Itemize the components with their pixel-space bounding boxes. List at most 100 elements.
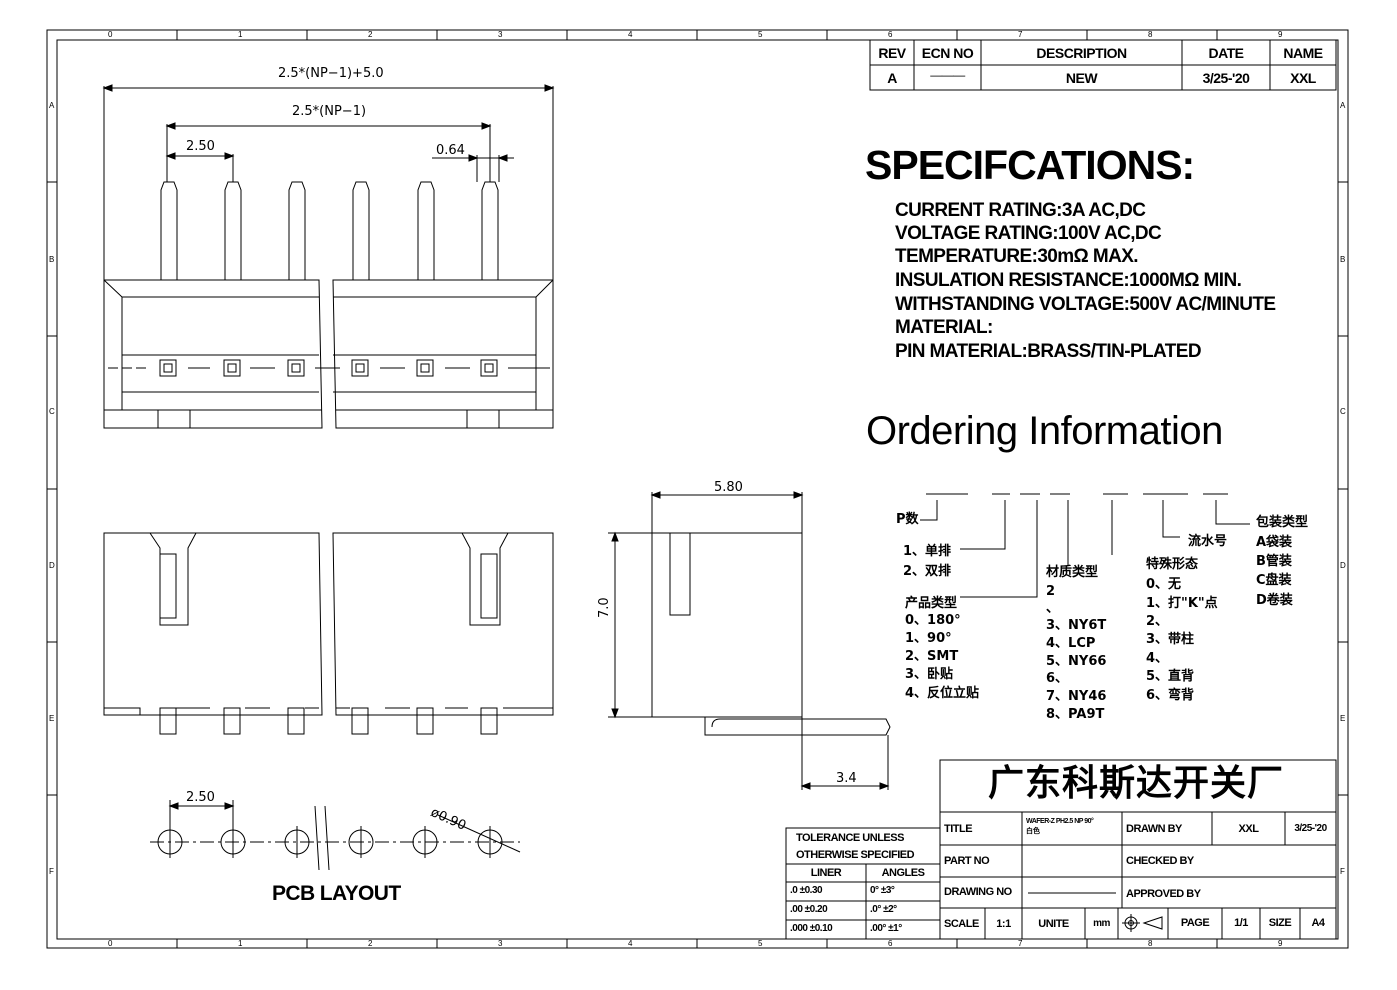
grid-row-f: F bbox=[49, 867, 54, 876]
tolerance-liner-value: .0 ±0.30 bbox=[790, 885, 823, 896]
grid-row-c-right: C bbox=[1340, 407, 1346, 416]
grid-col-9: 9 bbox=[1278, 30, 1283, 39]
approved-by-label: APPROVED BY bbox=[1126, 888, 1201, 900]
spec-line: TEMPERATURE:30mΩ MAX. bbox=[895, 246, 1139, 267]
grid-row-d: D bbox=[49, 561, 55, 570]
drawn-by-value: XXL bbox=[1238, 823, 1259, 835]
ecn-header: ECN NO bbox=[921, 45, 974, 61]
date-header: DATE bbox=[1208, 45, 1244, 61]
description-value: NEW bbox=[1065, 70, 1098, 86]
serial-number-label: 流水号 bbox=[1188, 534, 1228, 549]
tolerance-angle-value: 0° ±3° bbox=[870, 885, 895, 896]
special-option: 2、 bbox=[1146, 614, 1169, 629]
spec-line: VOLTAGE RATING:100V AC,DC bbox=[895, 223, 1162, 244]
grid-col-1: 1 bbox=[238, 30, 243, 39]
grid-col-5-bottom: 5 bbox=[758, 939, 763, 948]
specifications-title: SPECIFCATIONS: bbox=[865, 142, 1195, 188]
special-form-title: 特殊形态 bbox=[1146, 557, 1199, 572]
material-option: 、 bbox=[1046, 601, 1060, 616]
spec-line: INSULATION RESISTANCE:1000MΩ MIN. bbox=[895, 270, 1242, 291]
size-label: SIZE bbox=[1268, 917, 1292, 929]
product-option: 0、180° bbox=[905, 613, 961, 628]
title-block-lines bbox=[939, 759, 1337, 940]
grid-col-1-bottom: 1 bbox=[238, 939, 243, 948]
package-option: A袋装 bbox=[1256, 535, 1293, 550]
grid-row-e: E bbox=[49, 714, 55, 723]
drawn-by-label: DRAWN BY bbox=[1126, 823, 1182, 835]
grid-col-2: 2 bbox=[368, 30, 373, 39]
grid-col-8: 8 bbox=[1148, 30, 1153, 39]
package-type-title: 包装类型 bbox=[1256, 515, 1309, 530]
product-option: 1、90° bbox=[905, 631, 952, 646]
revision-table-lines bbox=[869, 39, 1337, 91]
grid-col-8-bottom: 8 bbox=[1148, 939, 1153, 948]
grid-col-2-bottom: 2 bbox=[368, 939, 373, 948]
ecn-value: ——— bbox=[930, 68, 965, 82]
liner-label: LINER bbox=[810, 867, 842, 879]
angles-label: ANGLES bbox=[881, 867, 925, 879]
description-header: DESCRIPTION bbox=[1036, 45, 1127, 61]
spec-line: CURRENT RATING:3A AC,DC bbox=[895, 200, 1146, 221]
grid-ticks bbox=[47, 30, 1348, 948]
top-view-connector bbox=[102, 84, 555, 429]
scale-value: 1:1 bbox=[996, 918, 1011, 930]
material-option: 3、NY6T bbox=[1046, 618, 1107, 633]
special-option: 5、直背 bbox=[1146, 669, 1195, 684]
grid-col-6: 6 bbox=[888, 30, 893, 39]
page-label: PAGE bbox=[1180, 917, 1210, 929]
special-option: 1、打"K"点 bbox=[1146, 596, 1218, 611]
grid-row-e-right: E bbox=[1340, 714, 1346, 723]
product-option: 3、卧贴 bbox=[905, 667, 954, 682]
special-option: 3、带柱 bbox=[1146, 632, 1195, 647]
grid-col-5: 5 bbox=[758, 30, 763, 39]
grid-col-6-bottom: 6 bbox=[888, 939, 893, 948]
special-option: 4、 bbox=[1146, 651, 1169, 666]
checked-by-label: CHECKED BY bbox=[1126, 855, 1194, 867]
pitch-dimension: 2.50 bbox=[186, 139, 215, 154]
product-type-title: 产品类型 bbox=[905, 596, 958, 611]
grid-row-f-right: F bbox=[1340, 867, 1345, 876]
name-value: XXL bbox=[1290, 70, 1316, 86]
drawn-date-value: 3/25-'20 bbox=[1294, 823, 1327, 834]
material-option: 2 bbox=[1046, 584, 1056, 599]
grid-row-b: B bbox=[49, 255, 55, 264]
front-view-connector bbox=[103, 532, 554, 735]
package-option: B管装 bbox=[1256, 554, 1292, 569]
ordering-title: Ordering Information bbox=[866, 409, 1223, 453]
product-option: 4、反位立贴 bbox=[905, 686, 980, 701]
p-count-label: P数 bbox=[896, 512, 919, 527]
part-no-label: PART NO bbox=[944, 855, 990, 867]
ordering-leaders bbox=[920, 493, 1250, 598]
title-value: WAFER-Z PH2.5 NP 90° bbox=[1026, 818, 1094, 825]
tolerance-header-1: TOLERANCE UNLESS bbox=[796, 832, 904, 844]
unite-value: mm bbox=[1093, 918, 1110, 929]
package-option: C盘装 bbox=[1256, 573, 1292, 588]
grid-row-b-right: B bbox=[1340, 255, 1346, 264]
material-option: 8、PA9T bbox=[1046, 707, 1105, 722]
spec-line: MATERIAL: bbox=[895, 317, 993, 338]
pcb-layout-label: PCB LAYOUT bbox=[272, 882, 401, 905]
page-value: 1/1 bbox=[1234, 917, 1248, 929]
pcb-layout-drawing bbox=[150, 800, 521, 871]
depth-dimension: 5.80 bbox=[714, 480, 743, 495]
tolerance-angle-value: .00° ±1° bbox=[870, 923, 902, 934]
grid-col-4-bottom: 4 bbox=[628, 939, 633, 948]
row-option: 1、单排 bbox=[903, 544, 952, 559]
material-option: 7、NY46 bbox=[1046, 689, 1107, 704]
tolerance-header-2: OTHERWISE SPECIFIED bbox=[796, 849, 915, 861]
grid-col-9-bottom: 9 bbox=[1278, 939, 1283, 948]
height-dimension: 7.0 bbox=[597, 597, 612, 618]
drawing-no-label: DRAWING NO bbox=[944, 886, 1012, 898]
title-value-color: 白色 bbox=[1026, 827, 1040, 835]
rev-header: REV bbox=[878, 45, 906, 61]
grid-row-d-right: D bbox=[1340, 561, 1346, 570]
tolerance-liner-value: .00 ±0.20 bbox=[790, 904, 828, 915]
grid-col-0-bottom: 0 bbox=[108, 939, 113, 948]
material-option: 6、 bbox=[1046, 671, 1069, 686]
size-value: A4 bbox=[1311, 917, 1325, 929]
material-option: 5、NY66 bbox=[1046, 654, 1107, 669]
special-option: 6、弯背 bbox=[1146, 688, 1195, 703]
grid-row-c: C bbox=[49, 407, 55, 416]
tail-length-dimension: 3.4 bbox=[836, 771, 857, 786]
